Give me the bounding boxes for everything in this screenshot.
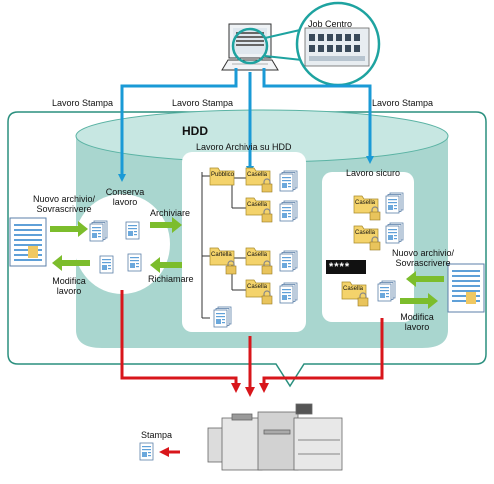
- hdd-title: HDD: [182, 124, 208, 138]
- lavoro-archivia-label: Lavoro Archivia su HDD: [196, 142, 292, 152]
- richiamare-label: Richiamare: [148, 274, 194, 284]
- archivia-box: [182, 152, 306, 332]
- folder-label-casella-3: Casella: [247, 252, 268, 258]
- nuovo-archivio-right-label: Nuovo archivio/Sovrascrivere: [391, 248, 455, 268]
- folder-label-casella-1: Casella: [247, 172, 268, 178]
- archiviare-label: Archiviare: [150, 208, 191, 218]
- printer-icon: [207, 403, 343, 471]
- lavoro-stampa-left-label: Lavoro Stampa: [52, 98, 114, 108]
- lavoro-sicuro-label: Lavoro sicuro: [346, 168, 401, 178]
- lavoro-stampa-right-label: Lavoro Stampa: [372, 98, 434, 108]
- folder-label-casella-4: Casella: [247, 284, 268, 290]
- conserva-area: [74, 194, 170, 294]
- green-arrows: [50, 217, 444, 309]
- password-mask: ****: [329, 261, 351, 273]
- document-right-icon: [447, 263, 485, 313]
- stampa-document-icon: [139, 442, 154, 461]
- zoom-circle-small: [231, 27, 269, 65]
- blue-arrows: [118, 68, 374, 182]
- stampa-label: Stampa: [141, 430, 173, 440]
- folder-label-cartella: Cartella: [211, 252, 232, 258]
- job-centro-label: Job Centro: [308, 19, 353, 29]
- folder-label-casella-6: Casella: [355, 230, 376, 236]
- document-left-icon: [9, 217, 47, 267]
- password-box: [326, 260, 366, 274]
- red-arrows: [120, 290, 384, 457]
- folder-label-casella-5: Casella: [355, 200, 376, 206]
- folder-label-casella-7: Casella: [343, 286, 364, 292]
- lavoro-stampa-mid-label: Lavoro Stampa: [172, 98, 234, 108]
- folder-label-pubblico: Pubblico: [211, 172, 235, 178]
- nuovo-archivio-left-label: Nuovo archivio/Sovrascrivere: [32, 194, 96, 214]
- folder-label-casella-2: Casella: [247, 202, 268, 208]
